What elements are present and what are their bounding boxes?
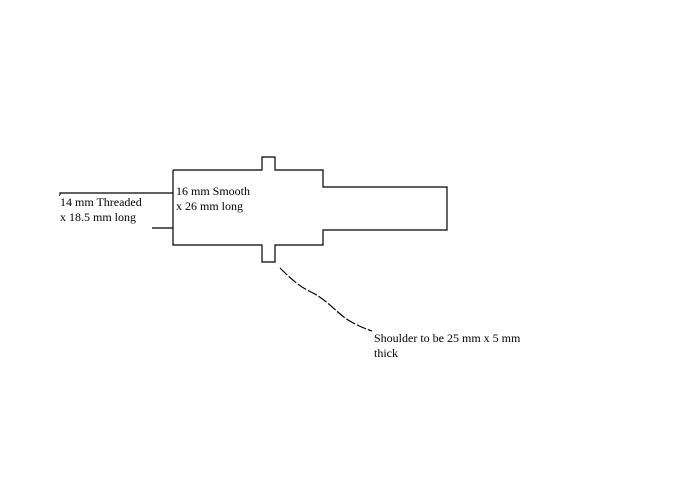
threaded-section-label: 14 mm Threaded x 18.5 mm long [60, 195, 142, 225]
threaded-label-line-1: 14 mm Threaded [60, 195, 142, 209]
smooth-label-line-2: x 26 mm long [176, 199, 244, 213]
shoulder-label-line-2: thick [374, 346, 398, 360]
shoulder-leader-line [279, 267, 373, 332]
smooth-label-line-1: 16 mm Smooth [176, 184, 251, 198]
smooth-section-label: 16 mm Smooth x 26 mm long [176, 184, 251, 214]
shaft-outline [172, 156, 448, 263]
shoulder-note-label: Shoulder to be 25 mm x 5 mm thick [374, 331, 520, 361]
threaded-label-line-2: x 18.5 mm long [60, 210, 137, 224]
shoulder-label-line-1: Shoulder to be 25 mm x 5 mm [374, 331, 521, 345]
